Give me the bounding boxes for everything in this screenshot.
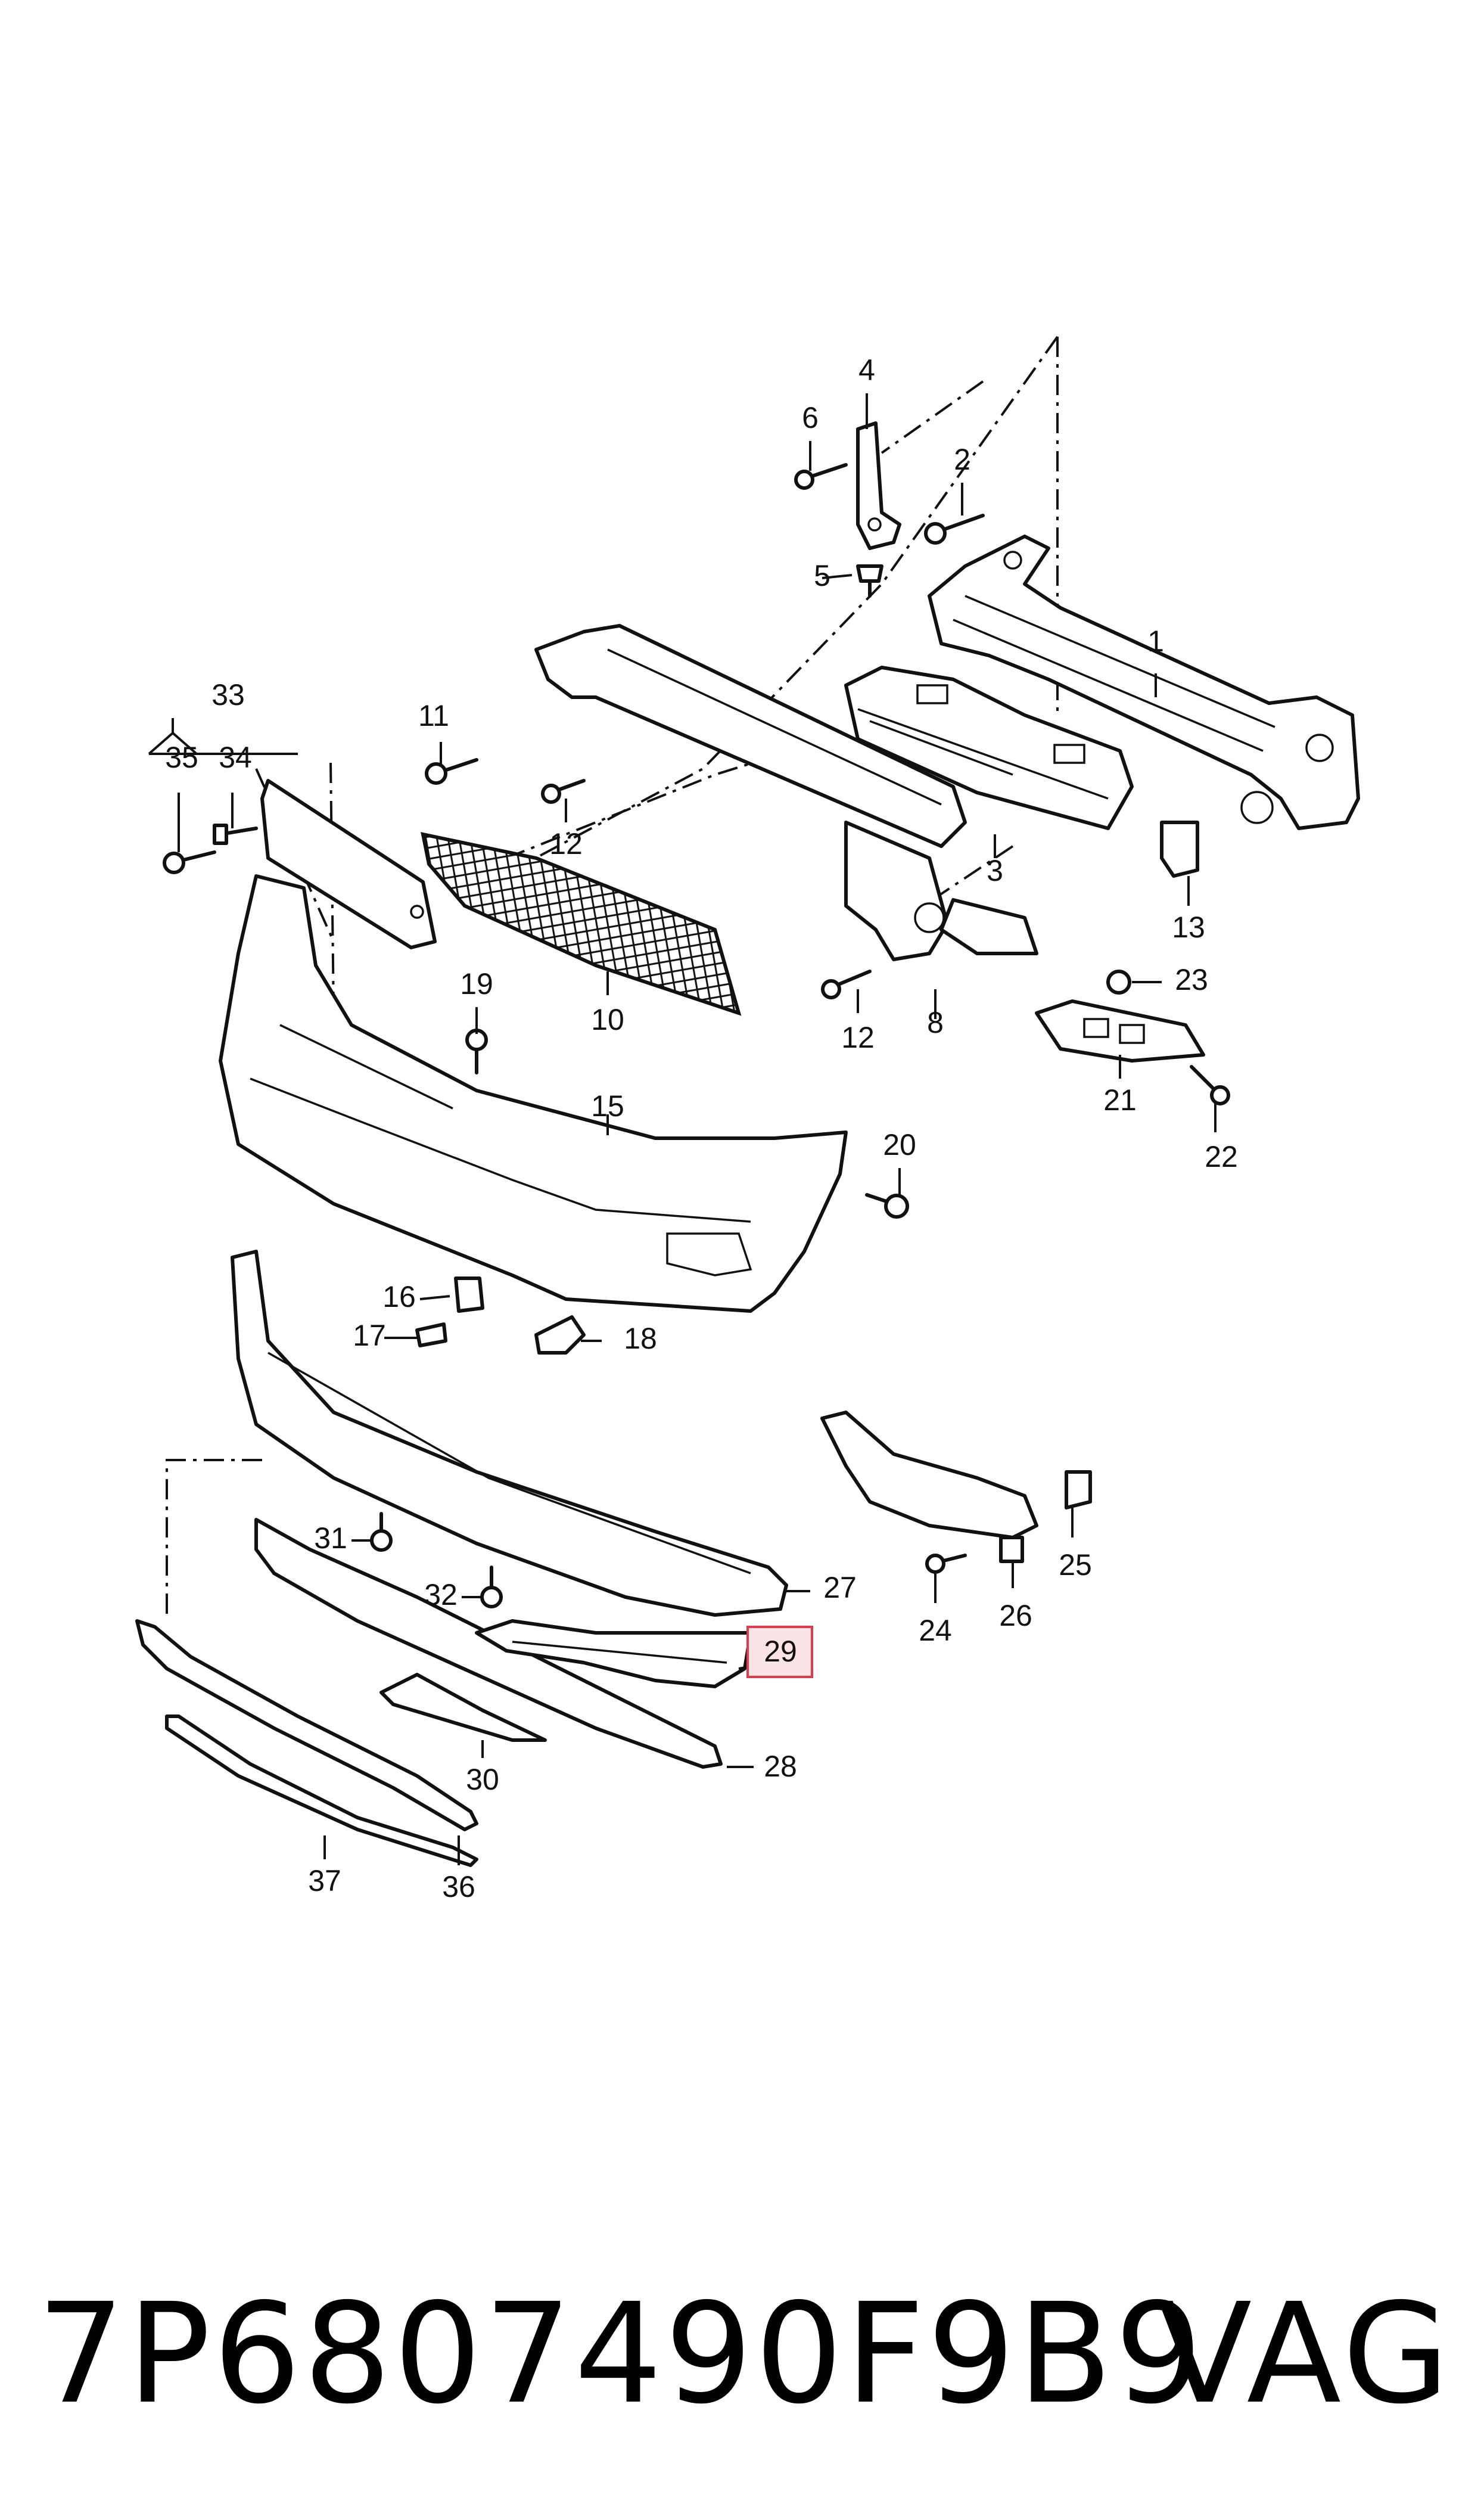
callout-19[interactable]: 19	[460, 967, 493, 1001]
exploded-parts-diagram: 1 2 3 4 5 6 8 10 11 12 12 13 15 16 17 18…	[135, 336, 1360, 1903]
callout-6[interactable]: 6	[802, 401, 819, 434]
callout-33[interactable]: 33	[211, 678, 245, 712]
nut-part-23	[1106, 970, 1131, 995]
screw-part-32	[480, 1566, 503, 1608]
trim-strip-part-28	[254, 1518, 723, 1769]
callout-10[interactable]: 10	[591, 1003, 624, 1036]
callout-labels: 1 2 3 4 5 6 8 10 11 12 12 13 15 16 17 18…	[165, 353, 1238, 1903]
callout-16[interactable]: 16	[382, 1280, 416, 1313]
callout-26[interactable]: 26	[999, 1599, 1032, 1632]
callout-20[interactable]: 20	[883, 1128, 916, 1161]
bracket-part-4	[856, 421, 901, 550]
cover-part-30	[379, 1673, 547, 1742]
callout-leaders	[148, 393, 1217, 1865]
footer: 7P6807490F9B9 VAG	[0, 2265, 1484, 2443]
cap-part-17	[415, 1322, 447, 1347]
callout-34[interactable]: 34	[219, 741, 252, 774]
screw-part-12-lower	[821, 970, 872, 999]
screw-part-19	[465, 1029, 488, 1074]
screw-part-20	[865, 1193, 909, 1219]
energy-absorber-part-3	[844, 666, 1134, 830]
upper-crossmember	[534, 624, 1038, 961]
callout-36[interactable]: 36	[442, 1870, 475, 1903]
callout-24[interactable]: 24	[919, 1614, 952, 1647]
callout-30[interactable]: 30	[466, 1763, 499, 1796]
callout-23[interactable]: 23	[1175, 963, 1208, 996]
mount-bracket-group	[820, 1411, 1092, 1574]
grille-part-10	[421, 832, 742, 1016]
screw-part-31	[370, 1512, 393, 1552]
callout-15[interactable]: 15	[591, 1089, 624, 1123]
callout-28[interactable]: 28	[764, 1750, 797, 1783]
callout-1[interactable]: 1	[1147, 625, 1164, 658]
callout-35[interactable]: 35	[165, 741, 198, 774]
callout-12-lower[interactable]: 12	[841, 1021, 875, 1054]
callout-27[interactable]: 27	[823, 1571, 857, 1604]
bolt-part-6	[794, 463, 848, 490]
callout-32[interactable]: 32	[424, 1578, 458, 1611]
brand-name: VAG	[1157, 2273, 1453, 2434]
callout-5[interactable]: 5	[814, 559, 830, 592]
callout-11[interactable]: 11	[418, 699, 449, 732]
bumper-cover-part-15	[219, 874, 848, 1313]
callout-13[interactable]: 13	[1172, 911, 1205, 944]
guide-bracket-part-21	[1035, 999, 1205, 1063]
callout-17[interactable]: 17	[353, 1319, 386, 1352]
callout-31[interactable]: 31	[314, 1521, 347, 1555]
callout-3[interactable]: 3	[987, 854, 1003, 887]
screw-part-34	[213, 824, 258, 845]
part-number: 7P6807490F9B9	[37, 2273, 1205, 2434]
clip-part-13	[1160, 821, 1199, 878]
callout-22[interactable]: 22	[1205, 1140, 1238, 1173]
strip-part-36	[135, 1619, 478, 1831]
callout-8[interactable]: 8	[927, 1006, 944, 1039]
lower-spoiler-part-27	[231, 1250, 788, 1617]
callout-18[interactable]: 18	[624, 1322, 657, 1355]
callout-21[interactable]: 21	[1103, 1083, 1137, 1117]
callout-29[interactable]: 29	[764, 1635, 797, 1668]
washer-cap-part-18	[534, 1315, 586, 1355]
screw-part-35	[163, 850, 216, 874]
screw-part-11	[425, 758, 478, 785]
callout-2[interactable]: 2	[954, 443, 970, 476]
callout-37[interactable]: 37	[308, 1864, 341, 1897]
callout-25[interactable]: 25	[1059, 1548, 1092, 1582]
highlight-box-29	[746, 1626, 813, 1678]
bolt-part-2	[924, 514, 985, 545]
strip-part-37	[165, 1714, 478, 1867]
screw-part-22	[1190, 1065, 1230, 1105]
bracket-part-16	[454, 1276, 484, 1313]
licence-bracket-part-33	[260, 779, 437, 949]
callout-12-upper[interactable]: 12	[549, 827, 583, 861]
callout-4[interactable]: 4	[858, 353, 875, 387]
clip-part-5	[856, 564, 883, 598]
screw-part-12-upper	[541, 779, 586, 804]
bumper-carrier-part-1	[928, 535, 1360, 830]
